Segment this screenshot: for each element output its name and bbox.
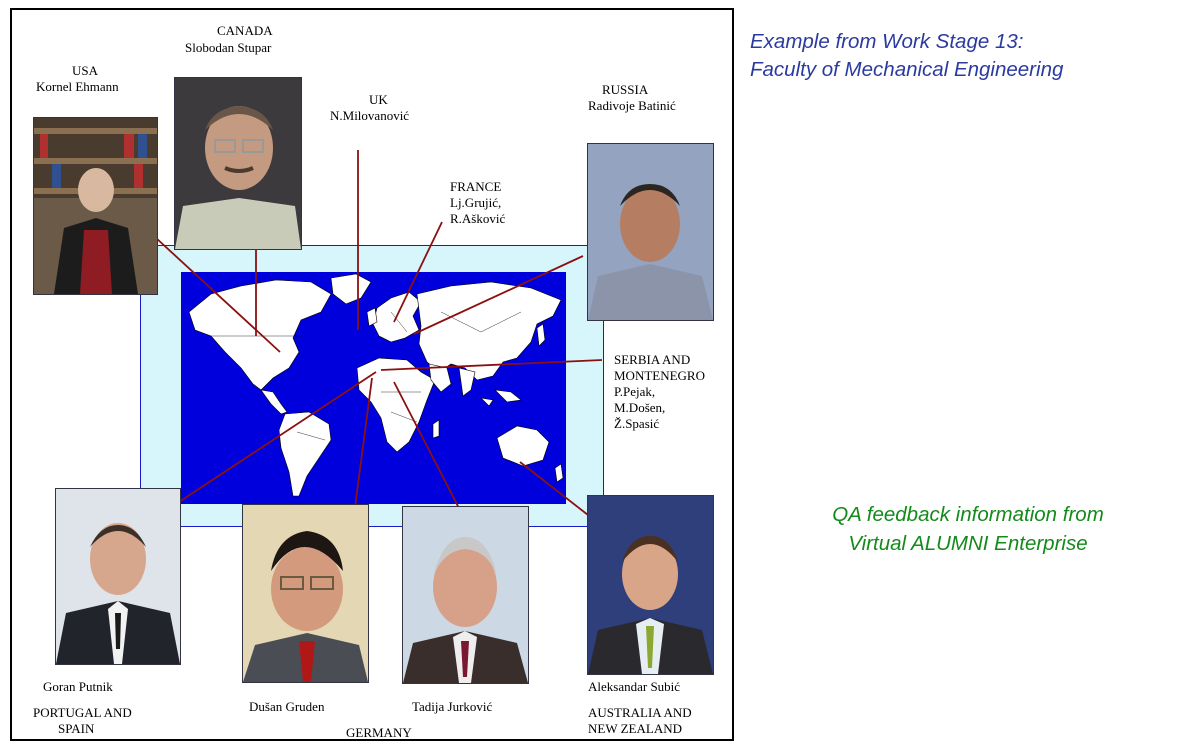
slide-title: Example from Work Stage 13: Faculty of M… — [750, 28, 1063, 84]
photo-radivoje-batinic — [587, 143, 714, 321]
world-map-land — [188, 273, 564, 497]
label-russia-name: Radivoje Batinić — [588, 98, 676, 113]
qa-caption: QA feedback information from Virtual ALU… — [758, 500, 1178, 558]
slide-title-line2: Faculty of Mechanical Engineering — [750, 58, 1064, 81]
photo-slobodan-stupar — [174, 77, 302, 250]
world-map — [181, 272, 566, 504]
label-usa: USA — [72, 63, 98, 79]
label-uk-name: N.Milovanović — [330, 108, 410, 123]
label-usa-name: Kornel Ehmann — [36, 79, 119, 94]
label-serbia2: MONTENEGRO — [614, 368, 705, 383]
label-canada: CANADA — [217, 23, 273, 38]
photo-aleksandar-subic — [587, 495, 714, 675]
label-france-name1: Lj.Grujić, — [450, 195, 502, 210]
label-serbia-name2: M.Došen, — [614, 400, 666, 415]
label-australia-country1: AUSTRALIA AND — [588, 705, 692, 720]
label-serbia1: SERBIA AND — [614, 352, 691, 367]
label-germany-name2: Tadija Jurković — [412, 699, 493, 714]
photo-dusan-gruden — [242, 504, 369, 683]
label-australia-country2: NEW ZEALAND — [588, 721, 682, 736]
photo-tadija-jurkovic — [402, 506, 529, 684]
photo-goran-putnik — [55, 488, 181, 665]
label-germany-name1: Dušan Gruden — [249, 699, 325, 714]
label-uk: UK — [369, 92, 388, 107]
label-portugal-name: Goran Putnik — [43, 679, 113, 694]
label-portugal-country1: PORTUGAL AND — [33, 705, 132, 720]
label-serbia-name3: Ž.Spasić — [614, 416, 660, 431]
label-russia: RUSSIA — [602, 82, 649, 97]
slide-title-line1: Example from Work Stage 13: — [750, 30, 1024, 53]
qa-caption-line2: Virtual ALUMNI Enterprise — [848, 532, 1088, 555]
label-serbia-name1: P.Pejak, — [614, 384, 656, 399]
qa-caption-line1: QA feedback information from — [832, 503, 1104, 526]
photo-kornel-ehmann — [33, 117, 158, 295]
country-usa: USA — [72, 63, 99, 78]
label-australia-name: Aleksandar Subić — [588, 679, 681, 694]
label-canada-name: Slobodan Stupar — [185, 40, 272, 55]
label-germany: GERMANY — [346, 725, 412, 740]
label-france: FRANCE — [450, 179, 502, 194]
label-france-name2: R.Ašković — [450, 211, 506, 226]
label-portugal-country2: SPAIN — [58, 721, 95, 736]
